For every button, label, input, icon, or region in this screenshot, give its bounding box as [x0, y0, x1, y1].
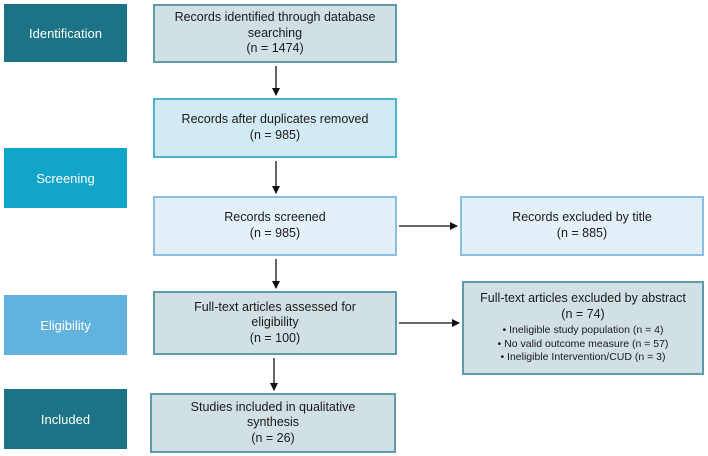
records-identified-box: Records identified through database sear…	[153, 4, 397, 63]
records-identified-line2: searching	[247, 25, 303, 40]
stage-eligibility: Eligibility	[4, 295, 127, 355]
records-after-duplicates-box: Records after duplicates removed (n = 98…	[153, 98, 397, 158]
stage-included-label: Included	[40, 411, 91, 427]
exclusion-reason-item: Ineligible Intervention/CUD (n = 3)	[498, 351, 669, 365]
stage-identification-label: Identification	[29, 25, 102, 41]
fulltext-assessed-line1: Full-text articles assessed for	[194, 299, 356, 314]
records-screened-box: Records screened (n = 985)	[153, 196, 397, 256]
exclusion-reasons-list: Ineligible study population (n = 4) No v…	[498, 324, 669, 365]
studies-included-count: (n = 26)	[251, 430, 295, 445]
records-excluded-title-line1: Records excluded by title	[512, 210, 652, 225]
fulltext-assessed-line2: eligibility	[251, 315, 299, 330]
fulltext-assessed-box: Full-text articles assessed for eligibil…	[153, 291, 397, 355]
stage-eligibility-label: Eligibility	[40, 317, 91, 333]
studies-included-box: Studies included in qualitative synthesi…	[150, 393, 396, 453]
exclusion-reason-item: No valid outcome measure (n = 57)	[498, 338, 668, 352]
stage-included: Included	[4, 389, 127, 449]
studies-included-line2: synthesis	[246, 415, 300, 430]
fulltext-assessed-count: (n = 100)	[249, 330, 301, 345]
records-excluded-title-box: Records excluded by title (n = 885)	[460, 196, 704, 256]
fulltext-excluded-abstract-count: (n = 74)	[561, 306, 605, 321]
records-screened-line1: Records screened	[224, 210, 326, 225]
records-excluded-title-count: (n = 885)	[556, 226, 608, 240]
records-identified-count: (n = 1474)	[246, 41, 304, 56]
exclusion-reason-item: Ineligible study population (n = 4)	[498, 324, 669, 338]
stage-identification: Identification	[4, 4, 127, 62]
records-after-duplicates-count: (n = 985)	[249, 128, 301, 142]
records-identified-line1: Records identified through database	[174, 10, 376, 25]
stage-screening-label: Screening	[36, 170, 95, 186]
records-after-duplicates-line1: Records after duplicates removed	[181, 112, 369, 127]
fulltext-excluded-abstract-box: Full-text articles excluded by abstract …	[462, 281, 704, 375]
studies-included-line1: Studies included in qualitative	[190, 399, 356, 414]
records-screened-count: (n = 985)	[249, 226, 301, 240]
stage-screening: Screening	[4, 148, 127, 208]
fulltext-excluded-abstract-line1: Full-text articles excluded by abstract	[480, 290, 686, 305]
